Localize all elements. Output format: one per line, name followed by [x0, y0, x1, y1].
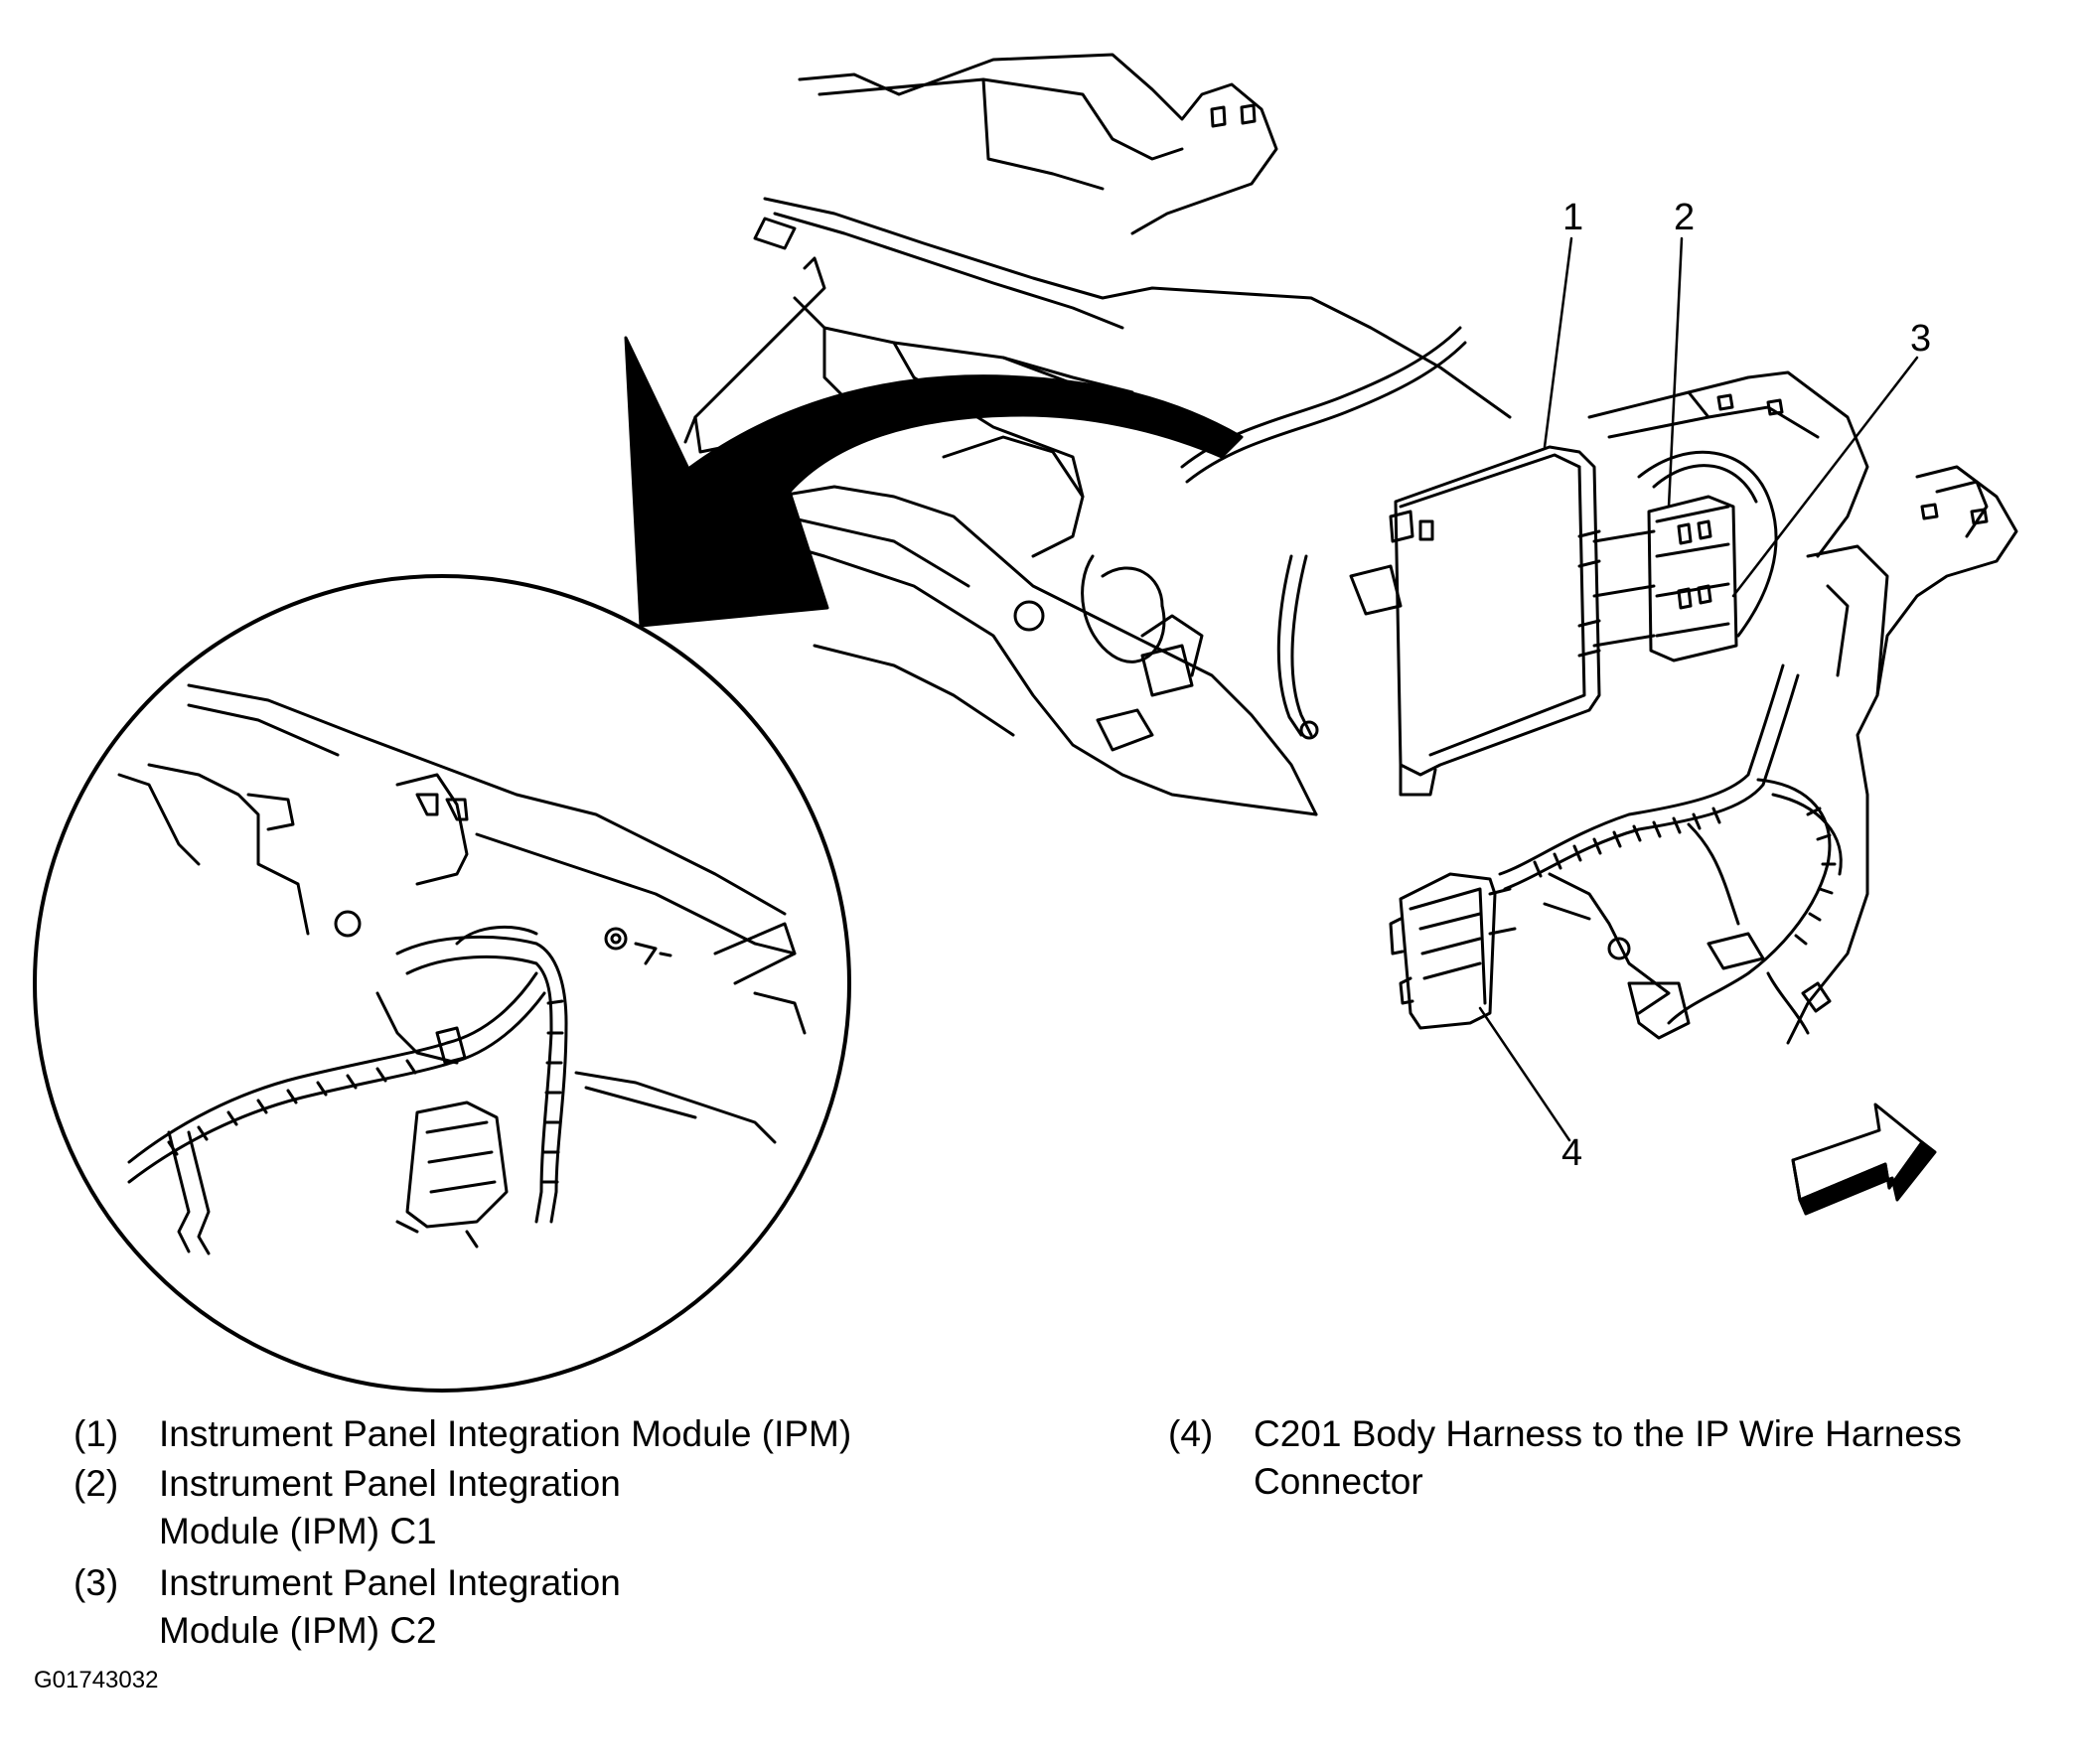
legend-number: (2) [74, 1463, 119, 1504]
legend-text: Instrument Panel Integration Module (IPM… [159, 1413, 852, 1454]
legend-number: (3) [74, 1562, 119, 1603]
legend-text: Instrument Panel Integration Module (IPM… [159, 1562, 621, 1651]
callout-3: 3 [1910, 318, 1932, 360]
legend-number: (4) [1168, 1413, 1214, 1454]
figure-id: G01743032 [34, 1667, 159, 1693]
legend-item-2: (2) Instrument Panel Integration Module … [74, 1460, 967, 1559]
legend-item-3: (3) Instrument Panel Integration Module … [74, 1559, 967, 1659]
leader-lines [1478, 236, 1919, 1142]
front-direction-arrow-icon [1791, 1102, 1937, 1216]
legend-item-1: (1) Instrument Panel Integration Module … [74, 1410, 967, 1460]
ipm-module-drawing [1389, 445, 1778, 797]
detail-view-circle [33, 574, 851, 1393]
callout-2: 2 [1674, 197, 1696, 238]
legend-text: Instrument Panel Integration Module (IPM… [159, 1463, 621, 1551]
callout-1: 1 [1562, 197, 1584, 238]
curved-arrow-icon [624, 336, 1244, 628]
legend-number: (1) [74, 1413, 119, 1454]
legend-item-4: (4) C201 Body Harness to the IP Wire Har… [1168, 1410, 2062, 1510]
legend-text: C201 Body Harness to the IP Wire Harness… [1254, 1413, 1962, 1502]
callout-4: 4 [1561, 1132, 1583, 1174]
body-harness-drawing [1389, 663, 1843, 1040]
